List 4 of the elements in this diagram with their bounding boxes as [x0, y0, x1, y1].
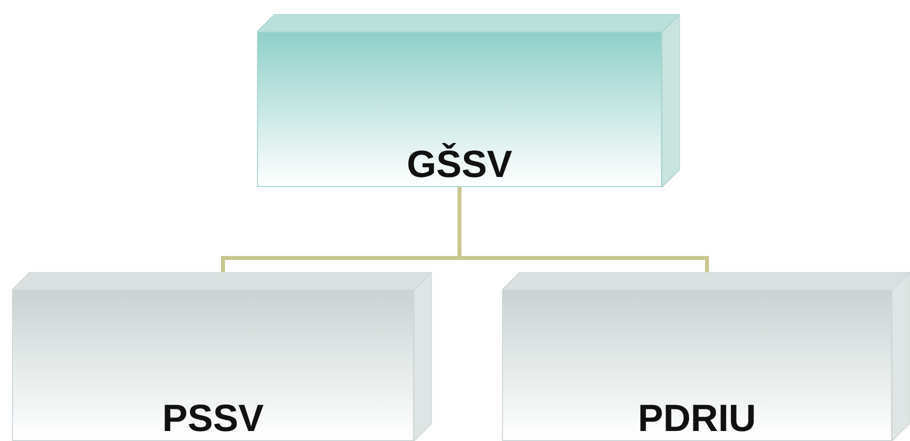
node-label: GŠSV [406, 144, 514, 187]
node-label: PDRIU [636, 398, 758, 441]
connector-line [458, 187, 709, 272]
node-label: PSSV [161, 398, 265, 441]
